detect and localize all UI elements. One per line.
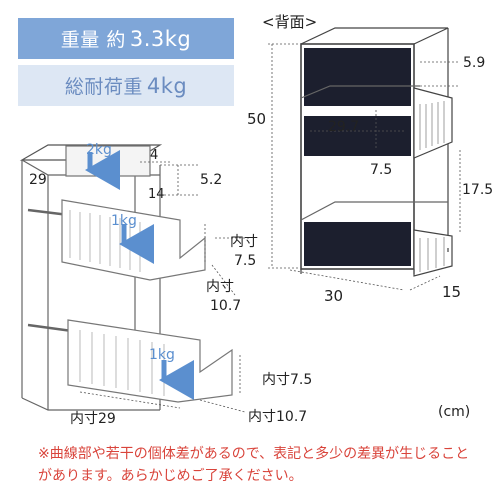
back-panel-top xyxy=(304,48,411,106)
middle-inner-depth-line1: 内寸 xyxy=(206,279,234,295)
load-badge: 総耐荷重 4kg xyxy=(18,65,234,106)
back-top-gap-label: 5.9 xyxy=(463,55,485,71)
back-lower-height-label: 17.5 xyxy=(462,182,493,198)
bottom-load-label: 1kg xyxy=(149,347,175,363)
middle-basket xyxy=(61,199,206,281)
back-panel-mid xyxy=(304,116,411,156)
back-slot-label: 7.5 xyxy=(370,162,392,178)
back-dimension-lines xyxy=(268,43,461,291)
back-top-rail xyxy=(300,27,449,45)
middle-inner-height-label: 内寸 7.5 xyxy=(230,234,262,269)
load-label: 総耐荷重 xyxy=(64,76,143,98)
back-depth-label: 15 xyxy=(442,283,461,301)
front-dim-14-label: 14 xyxy=(148,187,165,202)
back-view-title: <背面> xyxy=(262,13,317,31)
weight-label: 重量 約 xyxy=(60,29,126,51)
bottom-inner-height-label: 内寸7.5 xyxy=(262,372,312,388)
bottom-inner-width-label: 内寸29 xyxy=(70,411,116,427)
middle-inner-height-line2: 7.5 xyxy=(234,253,256,269)
unit-label: (cm) xyxy=(438,404,470,420)
middle-inner-height-line1: 内寸 xyxy=(230,234,258,250)
bottom-inner-depth-label: 内寸10.7 xyxy=(248,409,307,425)
middle-inner-depth-label: 内寸 10.7 xyxy=(206,279,241,314)
back-width-label: 30 xyxy=(324,287,343,305)
middle-load-label: 1kg xyxy=(111,213,137,229)
back-height-label: 50 xyxy=(247,110,266,128)
front-dim-5-2-label: 5.2 xyxy=(200,172,222,188)
lower-basket xyxy=(413,229,453,277)
weight-badge: 重量 約 3.3kg xyxy=(18,18,234,59)
disclaimer-note: ※曲線部や若干の個体差があるので、表記と多少の差異が生じることがあります。あらか… xyxy=(38,446,470,484)
front-dim-29-label: 29 xyxy=(29,172,47,188)
back-view xyxy=(300,27,453,277)
upper-basket xyxy=(413,87,453,159)
weight-value: 3.3kg xyxy=(129,26,192,51)
back-inner-width-label: 29.7 xyxy=(328,119,359,135)
load-arrows xyxy=(85,150,194,400)
front-dimension-lines xyxy=(79,161,250,413)
back-panel-bottom xyxy=(304,222,411,266)
middle-inner-depth-line2: 10.7 xyxy=(210,298,241,314)
top-load-label: 2kg xyxy=(86,142,112,158)
front-dim-4-label: 4 xyxy=(150,148,158,163)
load-value: 4kg xyxy=(146,73,188,98)
